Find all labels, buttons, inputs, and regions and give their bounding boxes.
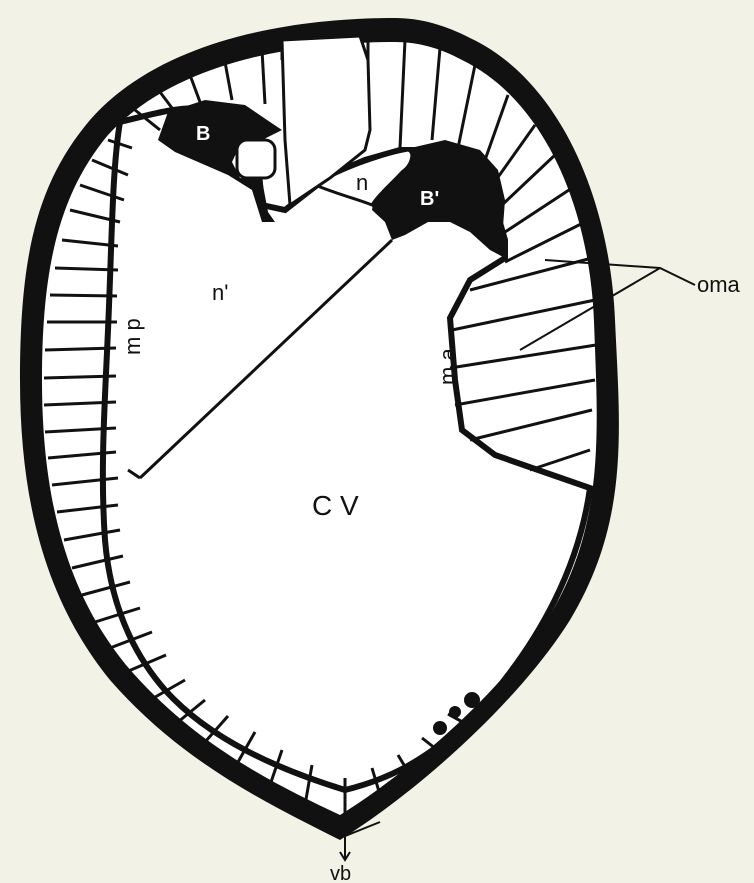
label-B-prime: B' — [420, 188, 439, 210]
small-cell-near-B — [237, 140, 275, 178]
label-vb: vb — [330, 863, 351, 883]
label-mp: m p — [120, 318, 145, 355]
label-B: B — [196, 123, 210, 145]
label-oma: oma — [697, 272, 741, 297]
label-cv: C V — [312, 490, 359, 521]
label-n: n — [356, 170, 368, 195]
label-n-prime: n' — [212, 280, 228, 305]
label-ma: m a — [435, 348, 460, 385]
